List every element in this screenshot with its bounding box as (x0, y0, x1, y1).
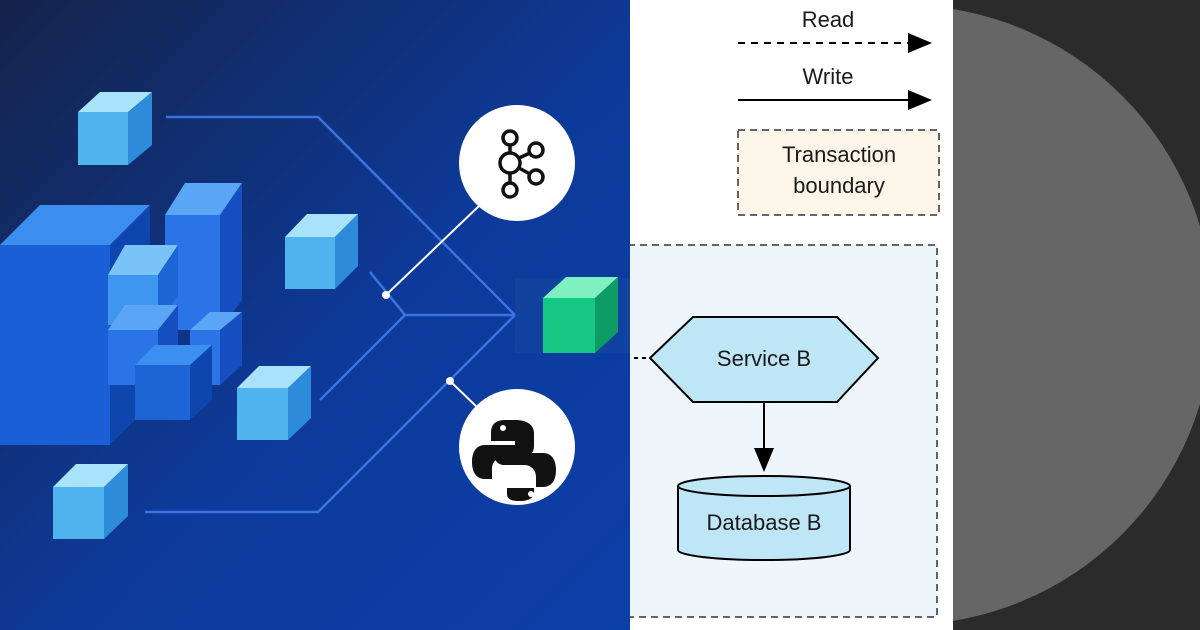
cube-small-4 (53, 464, 128, 539)
kafka-icon (459, 105, 575, 221)
decor-svg (953, 9, 1200, 621)
legend-transaction-box (737, 129, 940, 216)
cube-small-2 (285, 214, 358, 289)
python-pointer-dot (446, 377, 454, 385)
cube-green (543, 277, 618, 353)
data-pipeline-illustration (0, 0, 630, 630)
legend: Read Write Transaction boundary (737, 7, 940, 216)
icon-pointers (385, 204, 481, 411)
legend-write-label: Write (803, 64, 854, 89)
diagram-svg: Read Write Transaction boundary Service … (630, 7, 940, 618)
legend-read-label: Read (802, 7, 855, 32)
cube-small-3 (237, 366, 311, 440)
illustration-svg (0, 92, 630, 539)
legend-transaction-label-line1: Transaction (782, 142, 896, 167)
architecture-diagram: Read Write Transaction boundary Service … (630, 0, 953, 630)
connector-line-middle-lower (319, 314, 406, 401)
cube-small-1 (78, 92, 152, 165)
kafka-pointer-dot (382, 291, 390, 299)
python-pointer-line (449, 380, 481, 411)
database-b-label: Database B (707, 510, 822, 535)
connector-line-top (166, 115, 516, 316)
service-b-label: Service B (717, 346, 811, 371)
python-icon (459, 389, 575, 505)
service-b-node: Service B (648, 316, 880, 403)
database-b-node: Database B (677, 475, 851, 561)
decorative-gray-circle (953, 9, 1200, 621)
legend-transaction-label-line2: boundary (793, 173, 885, 198)
big-cube-cluster (0, 183, 242, 445)
decorative-circle-panel (953, 0, 1200, 630)
transaction-boundary (630, 244, 938, 618)
kafka-pointer-line (385, 204, 481, 296)
